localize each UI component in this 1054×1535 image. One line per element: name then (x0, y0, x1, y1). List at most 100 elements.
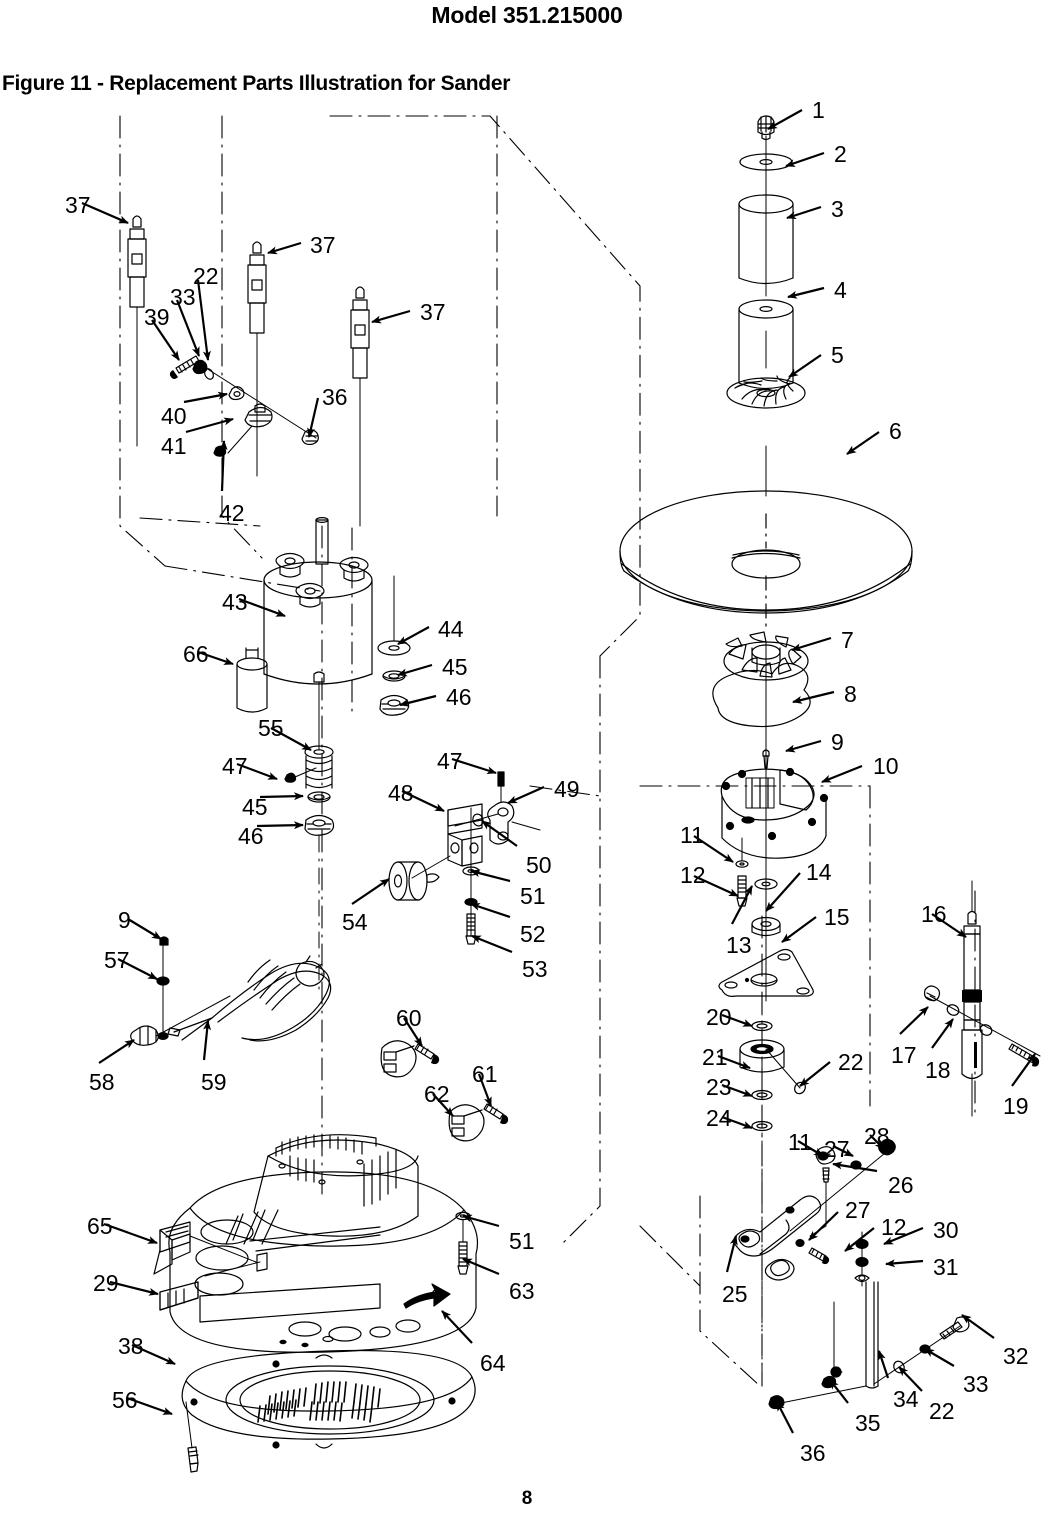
callout-leader (401, 790, 445, 812)
callout-label: 33 (170, 284, 196, 310)
model-title: Model 351.215000 (431, 2, 623, 28)
page-number: 8 (521, 1488, 533, 1509)
callout-label: 11 (680, 822, 704, 848)
part-12-screw-left (736, 875, 748, 907)
part-54-wheel (388, 861, 440, 901)
part-50-washer (454, 813, 499, 827)
callout-label: 2 (834, 141, 847, 167)
callout-leader (693, 874, 739, 898)
part-55-spring (304, 745, 334, 789)
part-45-lockwasher-b (307, 791, 331, 803)
callout-45: 45 (242, 792, 304, 820)
callout-31: 31 (885, 1254, 959, 1280)
callout-label: 59 (201, 1069, 227, 1095)
part-9-screw-upper (762, 749, 770, 769)
part-22-washer-right (765, 1048, 806, 1095)
part-5-fan (726, 375, 806, 409)
callout-label: 50 (526, 852, 552, 878)
part-21-bearing-block (739, 1039, 785, 1073)
callout-label: 27 (824, 1136, 850, 1162)
callout-leader (175, 299, 201, 357)
callout-33: 33 (170, 284, 201, 357)
callout-2: 2 (785, 141, 847, 168)
part-66-capacitor (236, 647, 268, 713)
callout-3: 3 (786, 196, 844, 222)
callout-label: 14 (806, 859, 832, 885)
figure-title: Figure 11 - Replacement Parts Illustrati… (2, 72, 511, 95)
callout-leader (776, 1401, 794, 1434)
part-37-shaft-c (350, 286, 370, 527)
callout-leader (931, 1018, 954, 1049)
callout-leader (109, 1280, 159, 1296)
callout-leader (885, 1259, 924, 1268)
callout-leader (797, 1140, 824, 1157)
callout-40: 40 (161, 391, 228, 429)
callout-22: 22 (799, 1049, 864, 1087)
callout-label: 1 (812, 97, 825, 123)
callout-37: 37 (267, 232, 336, 258)
part-62-brush-holder-b (448, 1104, 485, 1142)
callout-leader (717, 1054, 751, 1070)
callout-60: 60 (396, 1005, 423, 1047)
callout-leader (397, 626, 430, 645)
callout-49: 49 (507, 776, 580, 805)
callout-label: 56 (112, 1387, 138, 1413)
callout-leader (898, 1366, 923, 1392)
callout-label: 11 (788, 1129, 812, 1155)
callout-leader (767, 109, 803, 130)
callout-17: 17 (891, 1006, 929, 1068)
part-11-washer-left (735, 837, 749, 868)
callout-label: 27 (845, 1197, 871, 1223)
part-34-bar (830, 1281, 879, 1389)
part-43-motor (263, 517, 373, 751)
part-37-shaft-b (247, 241, 267, 477)
callout-41: 41 (161, 417, 234, 459)
callout-38: 38 (118, 1333, 176, 1366)
callout-label: 9 (118, 907, 131, 933)
callout-leader (877, 1350, 890, 1379)
callout-leader (785, 739, 822, 753)
callout-22: 22 (898, 1366, 955, 1424)
part-47-pin-right (497, 771, 505, 803)
callout-leader (462, 1214, 500, 1228)
callout-leader (403, 1017, 423, 1047)
callout-leader (785, 151, 825, 168)
callout-label: 18 (925, 1057, 951, 1083)
callout-leader (307, 397, 320, 438)
callout-47: 47 (222, 753, 278, 781)
callout-58: 58 (89, 1039, 135, 1095)
callout-leader (721, 1083, 753, 1098)
callout-label: 66 (183, 641, 209, 667)
callout-label: 40 (161, 403, 187, 429)
part-49-arm (487, 801, 541, 845)
callout-label: 51 (509, 1228, 535, 1254)
callout-label: 20 (706, 1004, 732, 1030)
callout-29: 29 (93, 1270, 159, 1296)
callout-label: 13 (726, 932, 752, 958)
callout-leader (432, 1093, 454, 1117)
callout-leader (477, 1073, 493, 1107)
callout-42: 42 (219, 440, 245, 526)
callout-34: 34 (877, 1350, 919, 1412)
part-58-strain-relief (130, 995, 231, 1046)
callout-leader (441, 1310, 473, 1344)
callout-27: 27 (808, 1197, 871, 1241)
callout-label: 10 (873, 753, 899, 779)
callout-leader (267, 241, 302, 255)
callout-50: 50 (481, 820, 552, 878)
part-61-screw (483, 1103, 509, 1125)
part-35-36-hardware (768, 1375, 867, 1410)
callout-leader (185, 417, 234, 434)
part-25-clamp-assembly (733, 1195, 822, 1281)
callout-36: 36 (307, 384, 348, 438)
callout-label: 65 (87, 1213, 113, 1239)
callout-label: 46 (446, 684, 472, 710)
callout-43: 43 (222, 589, 286, 618)
part-60-screw (414, 1043, 440, 1065)
callout-label: 47 (222, 753, 248, 779)
callout-leader (98, 1039, 135, 1064)
shaft-centerline (761, 135, 767, 1387)
callout-label: 31 (933, 1254, 959, 1280)
